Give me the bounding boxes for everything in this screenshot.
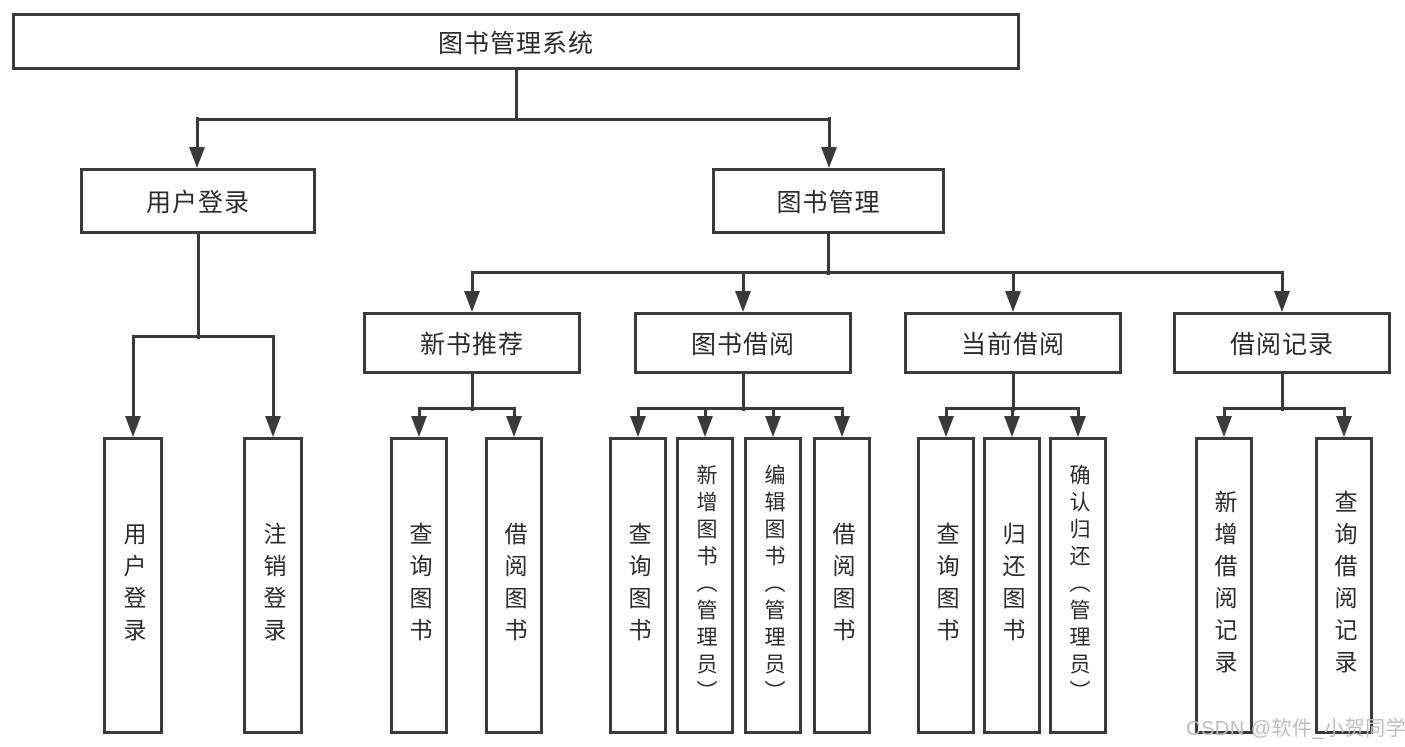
watermark: CSDN @软件_小贺同学 (1186, 718, 1405, 740)
node-label: 借阅图书 (829, 521, 855, 650)
arrow-down-icon (265, 416, 281, 437)
arrow-down-icon (938, 416, 954, 437)
connector-line (944, 408, 948, 420)
leaf-add-books-admin: 新增图书（管理员） (676, 437, 734, 734)
node-label: 图书借阅 (690, 331, 795, 359)
node-label: 查询图书 (625, 521, 651, 650)
leaf-return-books: 归还图书 (983, 437, 1041, 734)
connector-line (826, 234, 830, 275)
connector-line (131, 334, 275, 338)
connector-line (195, 117, 199, 152)
node-label: 用户登录 (120, 521, 146, 650)
arrow-down-icon (834, 416, 850, 437)
node-label: 新增图书（管理员） (694, 464, 717, 707)
node-label: 图书管理系统 (437, 29, 594, 58)
connector-line (470, 374, 474, 411)
connector-line (636, 406, 844, 410)
arrow-down-icon (464, 291, 480, 312)
connector-line (512, 408, 516, 420)
node-new-book-recommendation: 新书推荐 (363, 312, 581, 374)
connector-line (944, 406, 1080, 410)
arrow-down-icon (1274, 291, 1290, 312)
node-book-borrowing: 图书借阅 (634, 312, 852, 374)
connector-line (741, 374, 745, 411)
connector-line (417, 406, 516, 410)
arrow-down-icon (1004, 416, 1020, 437)
leaf-logout: 注销登录 (243, 437, 303, 734)
node-book-management: 图书管理 (712, 168, 945, 234)
connector-line (1222, 406, 1346, 410)
leaf-borrow-books: 借阅图书 (813, 437, 871, 734)
connector-line (1010, 408, 1014, 420)
leaf-add-borrow-record: 新增借阅记录 (1195, 437, 1253, 734)
node-label: 借阅记录 (1229, 331, 1334, 359)
arrow-down-icon (1070, 416, 1086, 437)
node-label: 图书管理 (776, 189, 881, 217)
connector-line (1342, 408, 1346, 420)
arrow-down-icon (506, 416, 522, 437)
leaf-edit-books-admin: 编辑图书（管理员） (744, 437, 802, 734)
node-label: 查询借阅记录 (1331, 489, 1357, 682)
arrow-down-icon (765, 416, 781, 437)
connector-line (1280, 374, 1284, 411)
node-user-login: 用户登录 (80, 168, 316, 234)
node-label: 用户登录 (145, 189, 250, 217)
connector-line (1280, 272, 1284, 295)
node-library-management-system: 图书管理系统 (12, 13, 1020, 70)
arrow-down-icon (411, 416, 427, 437)
node-label: 确认归还（管理员） (1067, 464, 1090, 707)
connector-line (417, 408, 421, 420)
node-label: 查询图书 (406, 521, 432, 650)
connector-line (703, 408, 707, 420)
arrow-down-icon (1336, 416, 1352, 437)
leaf-query-books-current: 查询图书 (917, 437, 975, 734)
node-label: 查询图书 (933, 521, 959, 650)
connector-line (827, 117, 831, 152)
arrow-down-icon (1005, 291, 1021, 312)
connector-line (514, 69, 518, 120)
connector-line (1011, 272, 1015, 295)
node-label: 新增借阅记录 (1211, 489, 1237, 682)
arrow-down-icon (735, 291, 751, 312)
leaf-user-login: 用户登录 (103, 437, 163, 734)
connector-line (470, 270, 1284, 274)
connector-line (636, 408, 640, 420)
node-label: 新书推荐 (419, 331, 524, 359)
connector-line (1076, 408, 1080, 420)
arrow-down-icon (821, 147, 837, 168)
arrow-down-icon (189, 147, 205, 168)
connector-line (771, 408, 775, 420)
arrow-down-icon (630, 416, 646, 437)
node-label: 当前借阅 (960, 331, 1065, 359)
node-label: 编辑图书（管理员） (762, 464, 785, 707)
leaf-query-books-recommend: 查询图书 (390, 437, 448, 734)
connector-line (741, 272, 745, 295)
node-label: 借阅图书 (501, 521, 527, 650)
node-current-borrowing: 当前借阅 (904, 312, 1122, 374)
leaf-query-books-borrow: 查询图书 (609, 437, 667, 734)
connector-line (196, 234, 200, 339)
leaf-borrow-books-recommend: 借阅图书 (485, 437, 543, 734)
leaf-confirm-return-admin: 确认归还（管理员） (1049, 437, 1107, 734)
node-label: 注销登录 (260, 521, 286, 650)
connector-line (1011, 374, 1015, 411)
connector-line (1222, 408, 1226, 420)
connector-line (470, 272, 474, 295)
connector-line (840, 408, 844, 420)
connector-line (195, 117, 831, 121)
connector-line (131, 336, 135, 420)
node-label: 归还图书 (999, 521, 1025, 650)
arrow-down-icon (1216, 416, 1232, 437)
arrow-down-icon (125, 416, 141, 437)
leaf-query-borrow-record: 查询借阅记录 (1315, 437, 1373, 734)
connector-line (271, 336, 275, 420)
node-borrowing-records: 借阅记录 (1173, 312, 1391, 374)
arrow-down-icon (697, 416, 713, 437)
